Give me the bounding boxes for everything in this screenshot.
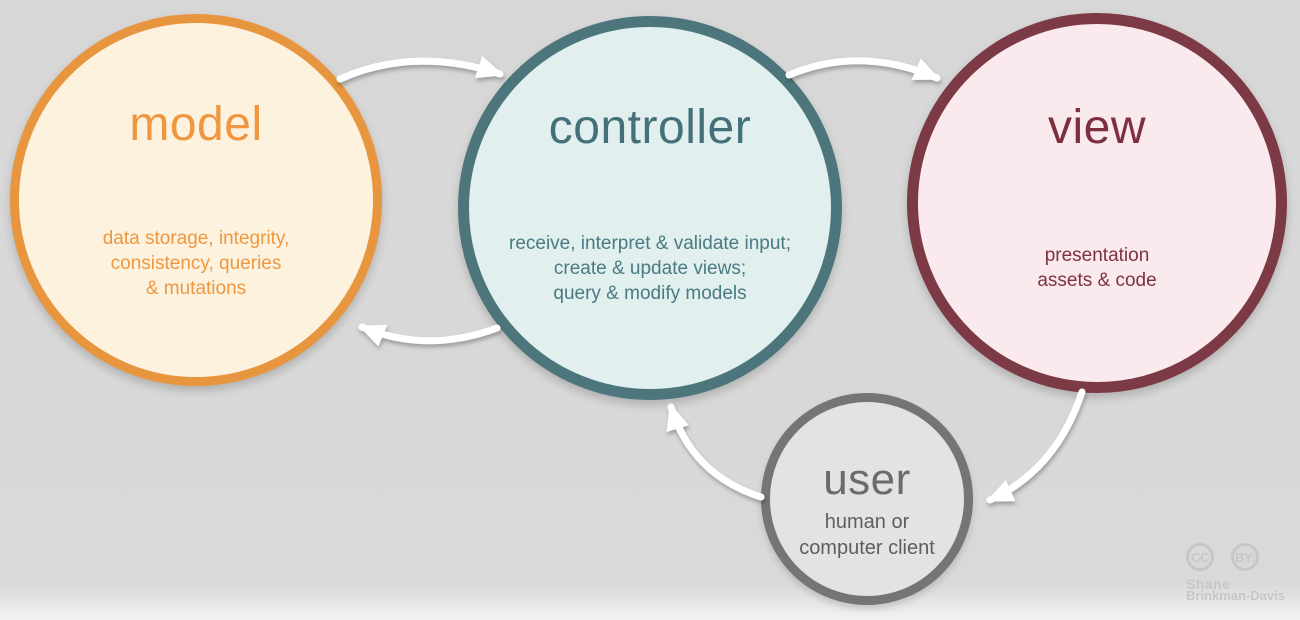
author-first-name: Shane <box>1186 576 1231 592</box>
arrow-user-to-controller <box>666 403 765 501</box>
author-last-name: Brinkman-Davis <box>1186 588 1285 603</box>
user-description-line: computer client <box>799 537 935 559</box>
view-description-line: presentation <box>1044 245 1150 266</box>
model-description-line: consistency, queries <box>110 253 282 274</box>
arrow-controller-to-model <box>358 323 501 347</box>
model-description: data storage, integrity, consistency, qu… <box>19 226 373 301</box>
controller-description-line: query & modify models <box>553 283 747 304</box>
arrow-view-to-user <box>986 388 1086 504</box>
arrow-controller-to-view <box>785 57 941 82</box>
model-description-line: & mutations <box>145 278 247 299</box>
model-title: model <box>129 98 263 151</box>
user-description: human or computer client <box>770 509 964 561</box>
user-description-line: human or <box>824 511 910 533</box>
cc-icon-label: CC <box>1191 549 1209 565</box>
controller-node: controller receive, interpret & validate… <box>458 16 842 400</box>
view-description: presentation assets & code <box>918 243 1276 293</box>
view-description-line: assets & code <box>1037 270 1157 291</box>
view-title: view <box>1047 101 1147 154</box>
arrow-model-to-controller <box>336 55 504 83</box>
controller-description-line: create & update views; <box>553 258 747 279</box>
controller-description: receive, interpret & validate input; cre… <box>469 231 831 306</box>
user-node: user human or computer client <box>761 393 973 605</box>
user-title: user <box>823 455 911 504</box>
cc-icon: CC <box>1186 543 1214 571</box>
model-node: model data storage, integrity, consisten… <box>10 14 382 386</box>
cc-by-icon-label: BY: <box>1235 549 1255 565</box>
controller-description-line: receive, interpret & validate input; <box>509 233 791 254</box>
view-node: view presentation assets & code <box>907 13 1287 393</box>
controller-title: controller <box>548 101 752 154</box>
author-name: Shane Brinkman-Davis <box>1186 576 1285 603</box>
model-description-line: data storage, integrity, <box>102 228 290 249</box>
cc-by-icon: BY: <box>1231 543 1259 571</box>
cc-attribution: CC BY: Shane Brinkman-Davis <box>1186 543 1285 602</box>
